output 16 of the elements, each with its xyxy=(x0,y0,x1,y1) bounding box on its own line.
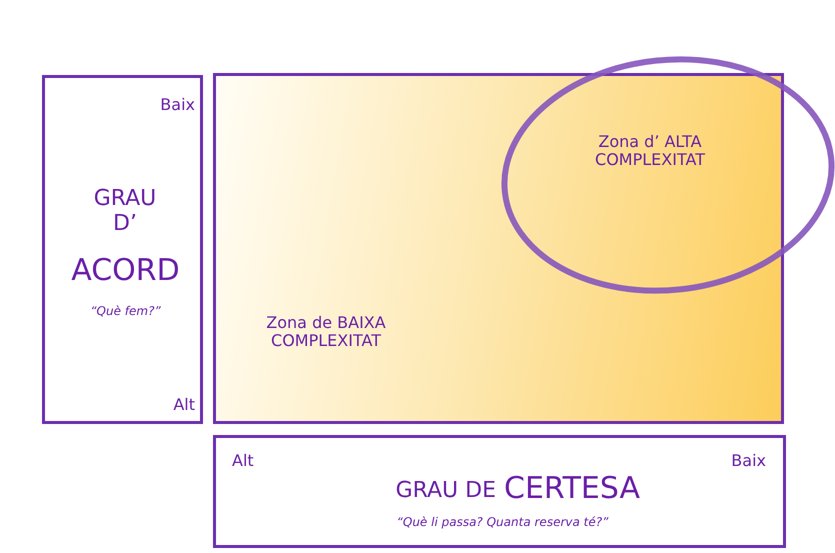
axis-title: GRAU D’ xyxy=(92,186,158,237)
panel xyxy=(42,75,203,424)
zone-label: Zona de BAIXA COMPLEXITAT xyxy=(265,314,387,351)
scale-end-label: Baix xyxy=(159,96,195,114)
scale-end-label: Alt xyxy=(232,452,255,470)
axis-question: “Què li passa? Quanta reserva té?” xyxy=(396,516,610,530)
axis-question: “Què fem?” xyxy=(89,305,162,319)
axis-title: ACORD xyxy=(70,254,181,288)
scale-end-label: Baix xyxy=(730,452,766,470)
axis-title: CERTESA xyxy=(504,472,641,506)
gradient-area xyxy=(213,73,784,424)
scale-end-label: Alt xyxy=(172,396,195,414)
panel xyxy=(213,435,786,548)
zone-label: Zona d’ ALTA COMPLEXITAT xyxy=(594,133,706,170)
ellipse-outline xyxy=(500,55,835,295)
axis-title: GRAU DE xyxy=(394,478,496,504)
